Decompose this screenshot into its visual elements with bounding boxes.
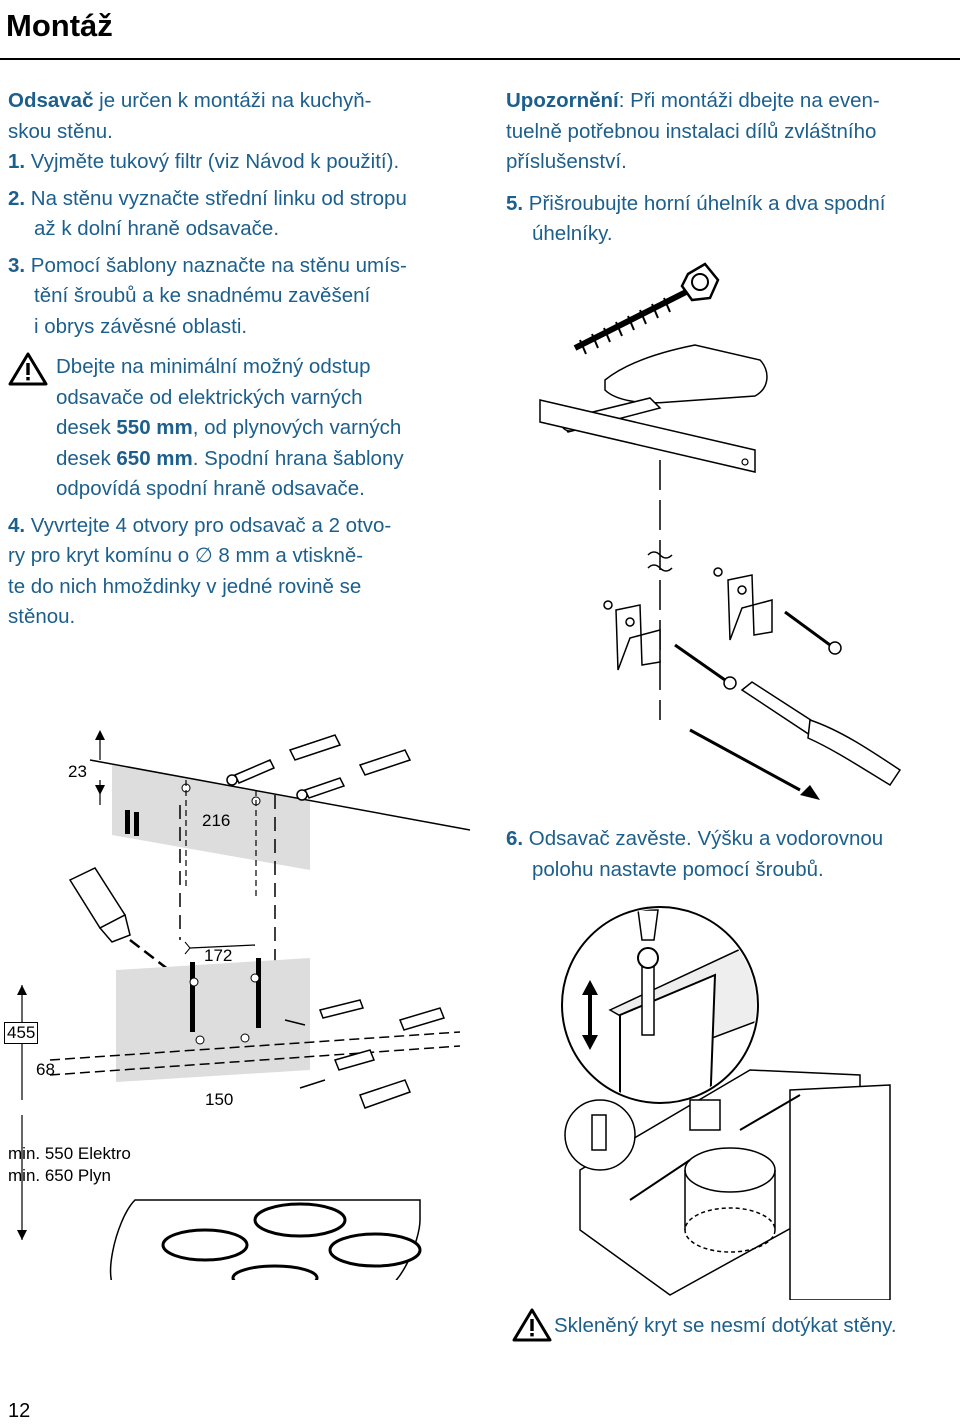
dim-216: 216 bbox=[202, 811, 231, 830]
warning-line-3c: , od plynových varných bbox=[192, 416, 402, 439]
page-number: 12 bbox=[8, 1400, 31, 1422]
step-4-text-1: Vyvrtejte 4 otvory pro odsavač a 2 otvo- bbox=[25, 513, 392, 537]
step-2: 2. Na stěnu vyznačte střední linku od st… bbox=[8, 184, 468, 245]
dim-455: 455 bbox=[4, 1022, 39, 1044]
warning-line-3a: desek bbox=[56, 416, 117, 439]
top-bracket bbox=[539, 399, 756, 473]
top-screw bbox=[573, 262, 720, 355]
intro-bold: Odsavač bbox=[8, 89, 94, 112]
warning-icon bbox=[8, 352, 48, 386]
step-4-text-2a: ry pro kryt komínu o bbox=[8, 544, 195, 567]
note-line-2: tuelně potřebnou instalaci dílů zvláštní… bbox=[506, 119, 877, 143]
drilling-template-figure bbox=[17, 730, 471, 1280]
lower-brackets bbox=[603, 567, 773, 671]
lower-screws bbox=[674, 610, 831, 792]
step-4-text-4: stěnou. bbox=[8, 605, 76, 628]
dim-23: 23 bbox=[68, 762, 87, 781]
page-title: Montáž bbox=[6, 8, 113, 43]
step-3: 3. Pomocí šablony naznačte na stěnu umís… bbox=[8, 251, 468, 343]
right-column-top: Upozornění: Při montáži dbejte na even-t… bbox=[506, 86, 956, 250]
title-rule bbox=[0, 58, 960, 60]
step-4-text-3: te do nich hmoždinky v jedné rovině se bbox=[8, 574, 362, 598]
step-5-text-2: úhelníky. bbox=[532, 222, 613, 245]
step-2-number: 2. bbox=[8, 186, 26, 210]
step-5-text-1: Přišroubujte horní úhelník a dva spodní bbox=[523, 191, 886, 215]
intro-paragraph: Odsavač je určen k montáži na kuchyň-sko… bbox=[8, 86, 468, 147]
min-plyn-label: min. 650 Plyn bbox=[8, 1166, 111, 1185]
step-6-text-2: polohu nastavte pomocí šroubů. bbox=[532, 857, 824, 881]
min-elektro-label: min. 550 Elektro bbox=[8, 1144, 131, 1163]
step-3-text-3: i obrys závěsné oblasti. bbox=[34, 314, 248, 338]
step-5-number: 5. bbox=[506, 191, 524, 215]
step-1-number: 1. bbox=[8, 150, 26, 173]
dim-150: 150 bbox=[205, 1090, 234, 1109]
step-4-number: 4. bbox=[8, 513, 26, 537]
warning-line-4c: . Spodní hrana šablony bbox=[192, 446, 404, 470]
intro-text-1: je určen k montáži na kuchyň- bbox=[93, 89, 372, 112]
step-1-text: Vyjměte tukový filtr (viz Návod k použit… bbox=[25, 150, 400, 173]
bottom-warning-text: Skleněný kryt se nesmí dotýkat stěny. bbox=[554, 1314, 897, 1337]
drill-bit bbox=[68, 867, 131, 943]
note-line-1: : Při montáži dbejte na even- bbox=[618, 89, 880, 112]
step-4: 4. Vyvrtejte 4 otvory pro odsavač a 2 ot… bbox=[8, 511, 468, 633]
warning-line-5: odpovídá spodní hraně odsavače. bbox=[56, 477, 365, 500]
intro-text-2: skou stěnu. bbox=[8, 119, 113, 143]
bracket-mounting-figure bbox=[539, 262, 902, 800]
note-line-3: příslušenství. bbox=[506, 150, 627, 173]
bottom-warning: Skleněný kryt se nesmí dotýkat stěny. bbox=[506, 1306, 956, 1350]
wall-plugs-top bbox=[226, 734, 412, 801]
hood-hanging-figure bbox=[561, 906, 891, 1300]
warning-line-1: Dbejte na minimální možný odstup bbox=[56, 355, 371, 378]
step-3-text-1: Pomocí šablony naznačte na stěnu umís- bbox=[25, 253, 407, 277]
step-3-number: 3. bbox=[8, 253, 26, 277]
note-bold: Upozornění bbox=[506, 89, 619, 112]
warning-line-4b: 650 mm bbox=[116, 446, 193, 470]
step-5: 5. Přišroubujte horní úhelník a dva spod… bbox=[506, 189, 956, 250]
left-column: Odsavač je určen k montáži na kuchyň-sko… bbox=[8, 86, 468, 633]
warning-line-4a: desek bbox=[56, 446, 117, 470]
dim-68: 68 bbox=[36, 1060, 55, 1079]
hand-drawing bbox=[604, 344, 768, 404]
dim-172: 172 bbox=[204, 946, 233, 965]
warning-icon bbox=[512, 1308, 552, 1342]
step-2-text-2: až k dolní hraně odsavače. bbox=[34, 217, 280, 240]
step-1: 1. Vyjměte tukový filtr (viz Návod k pou… bbox=[8, 147, 468, 178]
step-6-number: 6. bbox=[506, 827, 524, 850]
step-6: 6. Odsavač zavěste. Výšku a vodorovnou po… bbox=[506, 824, 956, 885]
warning-block: Dbejte na minimální možný odstup odsavač… bbox=[8, 352, 468, 505]
screwdriver bbox=[740, 681, 822, 736]
note-paragraph: Upozornění: Při montáži dbejte na even-t… bbox=[506, 86, 956, 178]
step-4-text-2b: 8 mm a vtiskně- bbox=[212, 544, 364, 567]
diameter-symbol: ∅ bbox=[194, 544, 213, 567]
step-2-text-1: Na stěnu vyznačte střední linku od strop… bbox=[25, 186, 407, 210]
warning-line-3b: 550 mm bbox=[116, 416, 193, 439]
step-6-text-1: Odsavač zavěste. Výšku a vodorovnou bbox=[523, 827, 884, 850]
wall-plugs-bottom bbox=[284, 999, 446, 1109]
warning-line-2: odsavače od elektrických varných bbox=[56, 385, 363, 409]
step-3-text-2: tění šroubů a ke snadnému zavěšení bbox=[34, 284, 371, 307]
